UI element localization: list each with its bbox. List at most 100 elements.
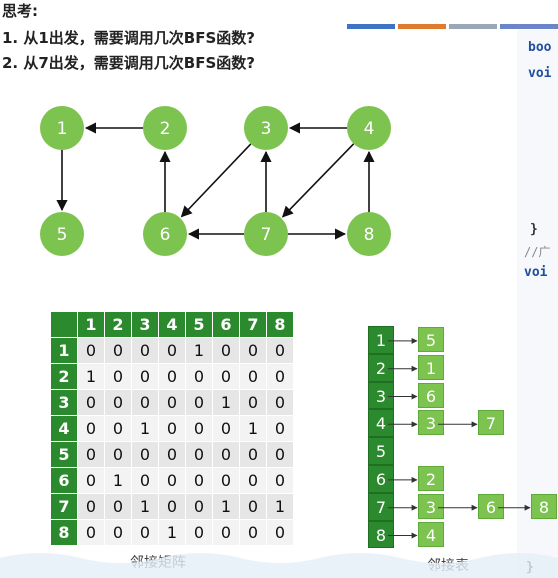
- adjlist-node: 5: [418, 327, 444, 352]
- question-heading: 思考:: [2, 2, 38, 20]
- matrix-row-header: 4: [50, 415, 78, 442]
- matrix-cell: 0: [77, 337, 105, 364]
- matrix-cell: 0: [158, 441, 186, 468]
- matrix-cell: 0: [239, 519, 267, 546]
- matrix-row-header: 5: [50, 441, 78, 468]
- matrix-cell: 0: [266, 441, 294, 468]
- matrix-cell: 0: [104, 337, 132, 364]
- adjlist-head-8: 8: [368, 520, 394, 549]
- code-line: }: [530, 222, 538, 237]
- matrix-cell: 0: [158, 493, 186, 520]
- matrix-cell: 0: [77, 467, 105, 494]
- adjlist-node: 8: [531, 493, 557, 519]
- matrix-col-header: 5: [185, 311, 213, 338]
- matrix-col-header: 7: [239, 311, 267, 338]
- matrix-cell: 0: [239, 493, 267, 520]
- matrix-cell: 0: [131, 441, 159, 468]
- matrix-cell: 0: [266, 337, 294, 364]
- graph-node-label: 4: [364, 119, 375, 139]
- matrix-cell: 0: [104, 441, 132, 468]
- matrix-cell: 0: [212, 363, 240, 390]
- matrix-cell: 0: [104, 389, 132, 416]
- matrix-cell: 0: [239, 441, 267, 468]
- matrix-col-header: 1: [77, 311, 105, 338]
- strip-bar-slate: [500, 24, 558, 29]
- graph-node-label: 8: [364, 225, 375, 245]
- matrix-cell: 0: [239, 467, 267, 494]
- matrix-row-header: 1: [50, 337, 78, 364]
- matrix-cell: 0: [239, 337, 267, 364]
- graph-node-label: 1: [57, 119, 68, 139]
- code-line: boo: [528, 40, 552, 55]
- matrix-cell: 0: [131, 363, 159, 390]
- matrix-cell: 1: [239, 415, 267, 442]
- matrix-row-header: 3: [50, 389, 78, 416]
- adjlist-node: 6: [418, 382, 444, 408]
- matrix-cell: 1: [266, 493, 294, 520]
- matrix-cell: 0: [239, 389, 267, 416]
- graph-node-7: [244, 212, 288, 256]
- adjlist-node: 7: [478, 410, 504, 436]
- matrix-cell: 0: [212, 337, 240, 364]
- matrix-cell: 1: [185, 337, 213, 364]
- matrix-row-header: 6: [50, 467, 78, 494]
- matrix-cell: 0: [158, 415, 186, 442]
- graph-node-label: 2: [160, 119, 171, 139]
- adjlist-head-6: 6: [368, 465, 394, 493]
- graph-node-8: [347, 212, 391, 256]
- matrix-cell: 0: [77, 415, 105, 442]
- matrix-cell: 1: [77, 363, 105, 390]
- matrix-cell: 0: [266, 363, 294, 390]
- graph-node-5: [40, 212, 84, 256]
- question-2: 2. 从7出发，需要调用几次BFS函数?: [2, 54, 255, 72]
- adjlist-node: 3: [418, 493, 444, 519]
- adjlist-node: 1: [418, 354, 444, 380]
- matrix-cell: 0: [104, 493, 132, 520]
- graph-node-6: [143, 212, 187, 256]
- matrix-cell: 0: [185, 441, 213, 468]
- matrix-cell: 0: [158, 389, 186, 416]
- matrix-cell: 1: [104, 467, 132, 494]
- adjlist-head-2: 2: [368, 353, 394, 382]
- matrix-cell: 0: [266, 389, 294, 416]
- code-comment: //广: [524, 245, 551, 259]
- adjlist-node: 4: [418, 521, 444, 547]
- matrix-cell: 1: [212, 389, 240, 416]
- matrix-cell: 0: [266, 467, 294, 494]
- matrix-cell: 0: [266, 415, 294, 442]
- adjlist-head-1: 1: [368, 326, 394, 354]
- question-1: 1. 从1出发，需要调用几次BFS函数?: [2, 29, 255, 47]
- graph-node-label: 3: [261, 119, 272, 139]
- strip-bar-gray: [449, 24, 497, 29]
- graph-node-2: [143, 106, 187, 150]
- matrix-cell: 0: [185, 493, 213, 520]
- matrix-cell: 0: [104, 519, 132, 546]
- matrix-row-header: 8: [50, 519, 78, 546]
- matrix-cell: 0: [158, 467, 186, 494]
- graph-node-4: [347, 106, 391, 150]
- matrix-col-header: 3: [131, 311, 159, 338]
- code-line: voi: [524, 265, 548, 280]
- matrix-cell: 0: [212, 467, 240, 494]
- matrix-cell: 0: [239, 363, 267, 390]
- strip-bar-orange: [398, 24, 446, 29]
- matrix-col-header: 4: [158, 311, 186, 338]
- matrix-cell: 0: [131, 467, 159, 494]
- graph-node-label: 6: [160, 225, 171, 245]
- matrix-cell: 0: [77, 441, 105, 468]
- matrix-row-header: 2: [50, 363, 78, 390]
- matrix-col-header: 2: [104, 311, 132, 338]
- matrix-cell: 0: [104, 363, 132, 390]
- matrix-col-header: 6: [212, 311, 240, 338]
- matrix-cell: 0: [212, 441, 240, 468]
- matrix-row-header: 7: [50, 493, 78, 520]
- adjlist-head-5: 5: [368, 437, 394, 465]
